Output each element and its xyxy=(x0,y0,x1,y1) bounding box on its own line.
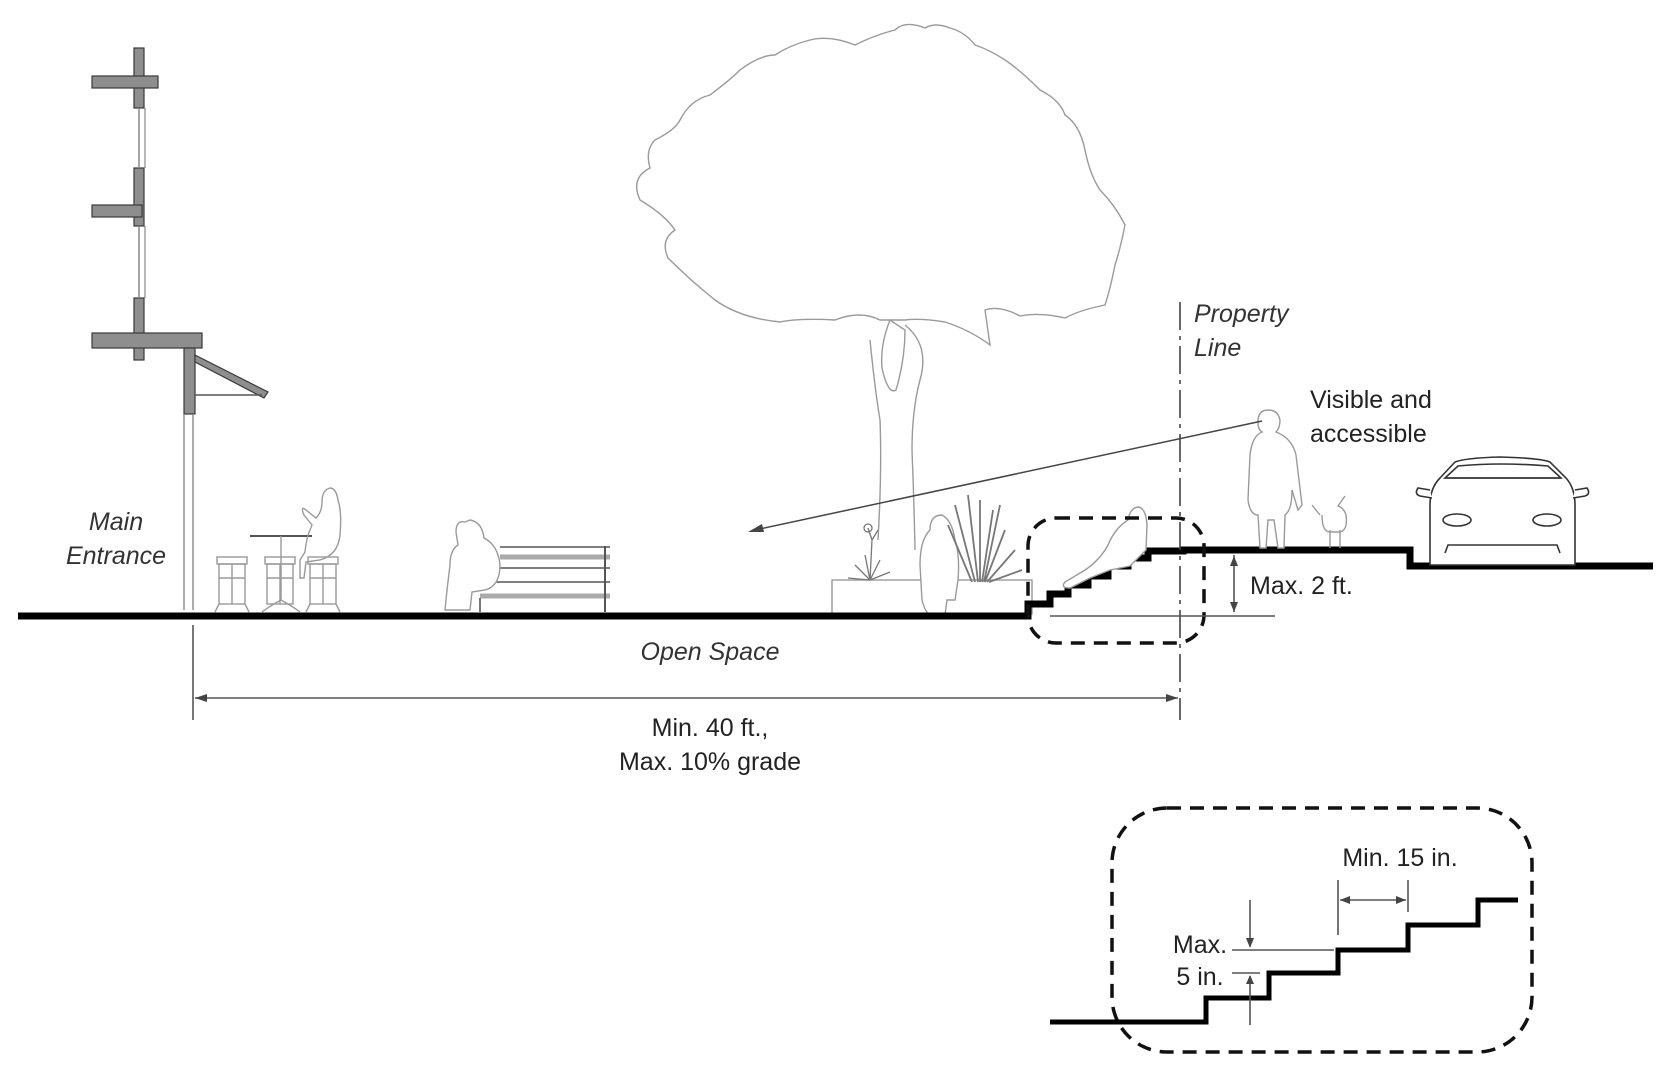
standing-person xyxy=(919,514,960,616)
tree-canopy xyxy=(636,23,1126,347)
walking-person xyxy=(1247,409,1303,549)
stool xyxy=(264,556,296,605)
bistro-table-and-stools xyxy=(214,487,342,613)
floor-slab-1 xyxy=(91,332,203,349)
height-dimension xyxy=(1050,555,1275,617)
visible-accessible-label-2: accessible xyxy=(1310,420,1427,448)
table xyxy=(250,535,312,613)
floor-slab-3 xyxy=(91,75,159,89)
main-entrance-label: Main xyxy=(89,508,143,536)
park-bench xyxy=(479,546,610,612)
property-line-label-2: Line xyxy=(1194,334,1241,362)
riser-label: Max. xyxy=(1173,931,1227,959)
seated-woman xyxy=(299,487,342,579)
visible-accessible-label: Visible and xyxy=(1310,386,1432,414)
detail-callout-outline xyxy=(1110,806,1534,1054)
awning-canopy xyxy=(194,354,269,399)
main-entrance-label-2: Entrance xyxy=(66,542,166,570)
awning xyxy=(194,354,269,399)
property-line-label: Property xyxy=(1194,300,1290,328)
detail-steps xyxy=(1050,897,1518,1025)
dog xyxy=(1311,495,1348,548)
building-facade xyxy=(91,47,203,610)
max-height-label: Max. 2 ft. xyxy=(1250,572,1353,600)
min-width-label-2: Max. 10% grade xyxy=(619,748,801,776)
mirror-left xyxy=(1415,487,1433,499)
seated-man xyxy=(444,519,501,611)
agave-plant xyxy=(947,494,1023,583)
open-space-label: Open Space xyxy=(641,638,780,666)
riser-label-2: 5 in. xyxy=(1176,963,1223,991)
headlight-right xyxy=(1532,513,1562,527)
min-width-label: Min. 40 ft., xyxy=(652,714,769,742)
headlight-left xyxy=(1442,513,1472,527)
seated-person-on-steps xyxy=(1062,506,1148,589)
car xyxy=(1415,456,1590,566)
facade-wall-low xyxy=(133,297,145,361)
tree-branch-gap xyxy=(880,318,906,392)
steps-detail: Min. 15 in. Max. 5 in. xyxy=(1050,806,1534,1054)
entrance-header xyxy=(183,347,196,415)
stool xyxy=(305,556,341,613)
width-dimension xyxy=(192,625,1178,720)
sightline-arrow xyxy=(748,420,1263,532)
tree-trunk xyxy=(869,324,924,551)
steps-callout-outline xyxy=(1026,516,1206,645)
flowering-shrub xyxy=(847,523,891,581)
floor-slab-2 xyxy=(91,204,143,218)
mirror-right xyxy=(1572,487,1590,499)
tree xyxy=(636,23,1126,551)
stool xyxy=(214,556,250,613)
tread-label: Min. 15 in. xyxy=(1342,844,1457,872)
